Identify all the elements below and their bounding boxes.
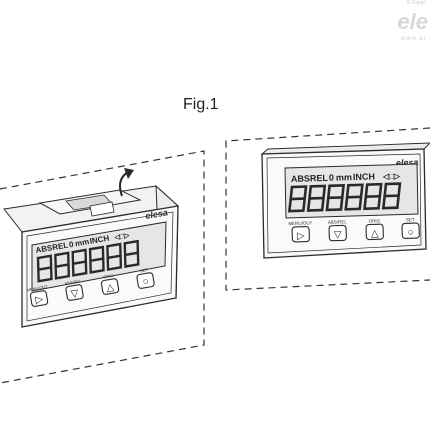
battery-icon-right: ◁□▷ [382, 172, 401, 182]
button-set-right[interactable]: ○ SET [401, 217, 420, 239]
digitsL-digit-1 [36, 254, 53, 283]
device-left: elesa ABS REL 0 mm INCH ◁□▷ ▷ MENU/OUT ▽ [3, 168, 180, 328]
button-menu-left[interactable]: ▷ MENU/OUT [26, 284, 51, 307]
button-orig-left[interactable]: △ ORIG [100, 272, 120, 295]
seven-segment-digits-right [287, 182, 402, 213]
svg-text:○: ○ [408, 227, 414, 238]
battery-icon-left: ◁□▷ [113, 232, 131, 242]
button-label-absrel-left: ABS/REL [64, 278, 82, 286]
button-menu-right[interactable]: ▷ MENU/OUT [288, 220, 313, 243]
indicator-rel-right: REL [310, 173, 329, 184]
figure-title: Fig.1 [183, 96, 219, 113]
svg-text:▷: ▷ [35, 294, 45, 306]
digitsL-digit-4 [88, 245, 105, 274]
button-orig-right[interactable]: △ ORIG [365, 218, 384, 241]
button-set-left[interactable]: ○ SET [135, 266, 155, 289]
digitsR-digit-2 [306, 184, 327, 212]
button-label-set-left: SET [140, 267, 149, 273]
button-label-menu-right: MENU/OUT [288, 220, 312, 226]
button-label-orig-left: ORIG [103, 273, 114, 280]
indicator-mm-left: mm [74, 237, 90, 248]
button-label-menu-left: MENU/OUT [26, 284, 48, 293]
indicator-zero-right: 0 [329, 173, 334, 183]
indicator-inch-right: INCH [353, 171, 375, 182]
device-right: elesa ABS REL 0 mm INCH ◁□▷ ▷ MENU/OUT ▽ [260, 142, 430, 259]
svg-text:▷: ▷ [297, 231, 305, 242]
dashed-mount-outline-right [225, 127, 430, 291]
watermark-url: www.el [400, 36, 426, 42]
brand-logo-right: elesa [396, 157, 419, 168]
digitsL-digit-2 [54, 251, 71, 280]
indicator-abs-left: ABS [35, 243, 54, 255]
svg-text:△: △ [106, 282, 116, 294]
button-absrel-left[interactable]: ▽ ABS/REL [64, 278, 85, 301]
svg-text:△: △ [371, 228, 379, 239]
button-label-set-right: SET [406, 217, 415, 222]
button-label-orig-right: ORIG [369, 218, 381, 223]
indicator-inch-left: INCH [89, 234, 110, 246]
button-absrel-right[interactable]: ▽ ABS/REL [328, 219, 348, 242]
digitsR-digit-5 [363, 182, 383, 211]
watermark-logo: ele [397, 9, 428, 34]
indicator-abs-right: ABS [291, 173, 310, 184]
digitsL-digit-6 [123, 239, 140, 268]
indicator-mm-right: mm [336, 172, 352, 182]
button-label-absrel-right: ABS/REL [328, 219, 348, 225]
digitsL-digit-3 [71, 248, 88, 277]
brand-logo-left: elesa [145, 207, 169, 221]
svg-text:○: ○ [142, 276, 150, 288]
copyright-text: © Copyri [406, 0, 426, 6]
indicator-rel-left: REL [52, 241, 69, 253]
digitsR-digit-4 [344, 183, 364, 211]
seven-segment-digits-left [36, 239, 140, 283]
digitsR-digit-6 [381, 182, 402, 210]
dashed-mount-outline-left [0, 150, 205, 384]
svg-text:▽: ▽ [70, 288, 80, 300]
digitsL-digit-5 [106, 242, 123, 271]
indicator-zero-left: 0 [68, 240, 74, 250]
digitsR-digit-3 [325, 184, 346, 212]
svg-text:▽: ▽ [334, 229, 342, 240]
watermark: © Copyri ele www.el [382, 0, 428, 44]
digitsR-digit-1 [287, 185, 308, 213]
